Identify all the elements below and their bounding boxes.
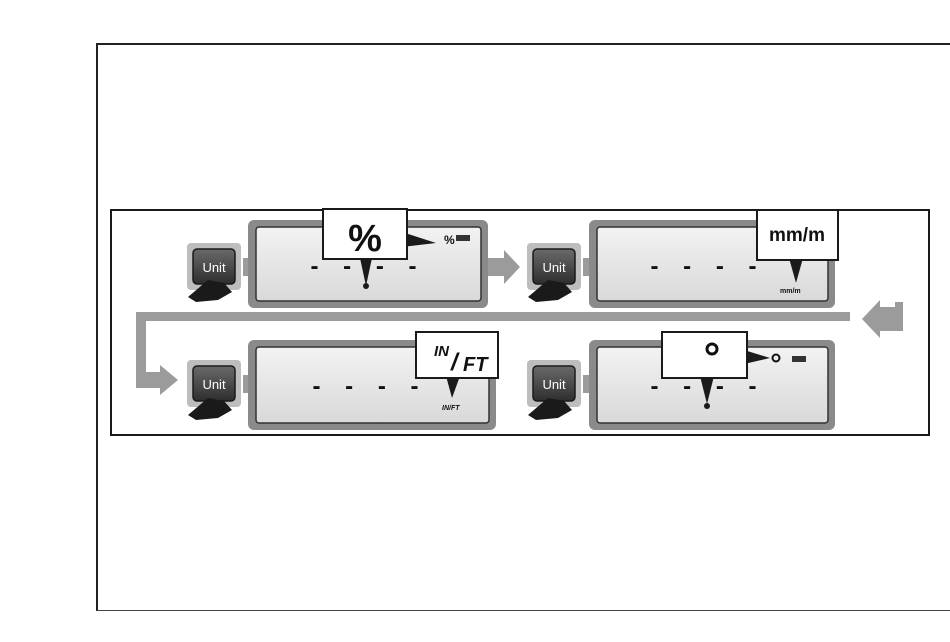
display-dashes: - - - - — [313, 373, 428, 400]
battery-icon — [456, 235, 470, 241]
unit-button-label: Unit — [202, 260, 226, 275]
callout-label-bottom: FT — [463, 354, 489, 376]
small-unit-indicator: % — [444, 233, 455, 247]
callout-label: % — [348, 218, 382, 260]
arrow-right-icon — [486, 250, 520, 284]
arrow-left-icon — [862, 300, 903, 338]
step-3: Unit - - - - IN/FT IN / FT — [187, 332, 498, 430]
battery-icon — [792, 356, 806, 362]
step-1: Unit - - - - % % — [187, 209, 488, 308]
small-unit-indicator: IN/FT — [442, 405, 460, 412]
step-2: Unit - - - - mm/m mm/m — [527, 210, 838, 308]
callout-label: mm/m — [769, 225, 825, 246]
step-4: Unit - - - - ° — [527, 332, 835, 430]
small-unit-indicator: mm/m — [780, 288, 801, 295]
unit-button-label: Unit — [542, 377, 566, 392]
unit-button-label: Unit — [202, 377, 226, 392]
callout-label-top: IN — [434, 343, 450, 360]
unit-button-label: Unit — [542, 260, 566, 275]
display-dashes: - - - - — [651, 253, 766, 280]
